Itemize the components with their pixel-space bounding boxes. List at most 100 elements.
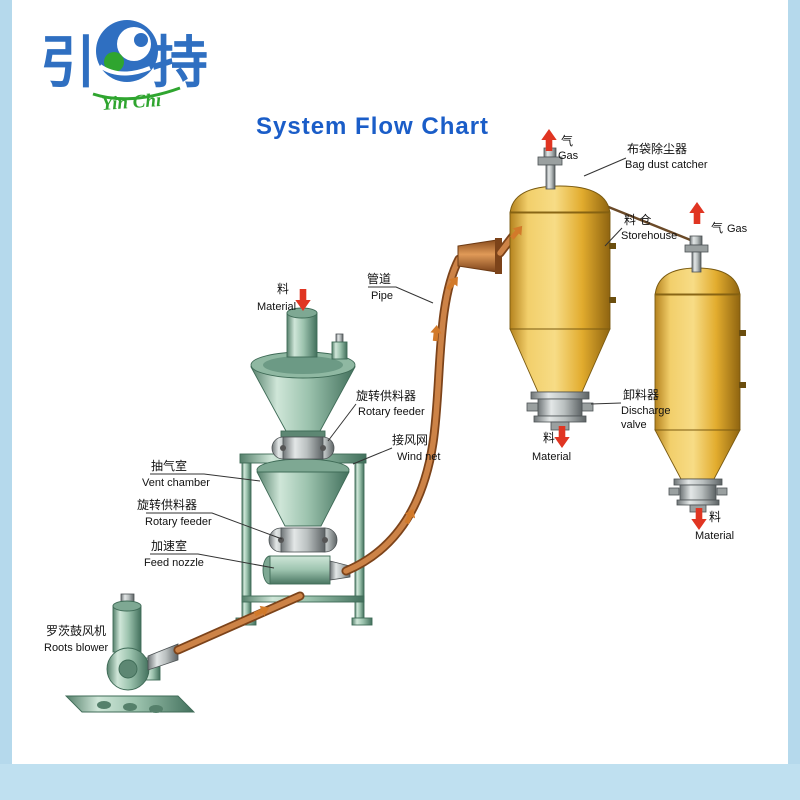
cyclone2-nub-2	[739, 382, 746, 388]
label-rotary-feeder-bottom-en: Rotary feeder	[145, 516, 212, 528]
blower-pipe	[173, 591, 305, 655]
label-bag-dust-catcher-en: Bag dust catcher	[625, 159, 708, 171]
cyclone2-discharge-lug-right	[716, 487, 728, 496]
cyclone-2	[654, 235, 746, 513]
logo-subtitle: Yin Chi	[101, 90, 163, 115]
label-gas1-en: Gas	[558, 150, 579, 162]
label-feed-nozzle-en: Feed nozzle	[144, 557, 204, 569]
cyclone2-body	[654, 293, 741, 431]
blower-roller-3	[149, 705, 163, 713]
leader-feed-nozzle	[150, 553, 275, 569]
rotary-feeder-bottom	[268, 527, 338, 553]
cyclone2-stack-neck	[691, 251, 702, 273]
cyclone2-discharge-lug-left	[668, 487, 680, 496]
reducer-cone	[457, 239, 498, 273]
leader-pipe	[368, 286, 434, 304]
feeder2-body	[280, 527, 326, 553]
stand-right-leg	[354, 462, 365, 619]
label-material-out2-cn: 料	[709, 510, 721, 524]
leader-lines	[146, 157, 627, 569]
roots-blower-unit	[64, 593, 196, 713]
main-conveying-pipe	[341, 254, 464, 576]
cyclone1-nub-2	[609, 297, 616, 303]
blower-roller-1	[97, 701, 111, 709]
label-material-in-cn: 料	[277, 282, 289, 296]
label-storehouse-cn: 料 仓	[624, 213, 651, 227]
feeder2-shaft-right	[322, 537, 328, 543]
label-pipe-en: Pipe	[371, 290, 393, 302]
label-discharge-valve-en1: Discharge	[621, 405, 671, 417]
cyclone1-discharge-flange	[530, 391, 590, 400]
cyclone1-dome	[509, 185, 611, 215]
label-gas2-cn: 气	[711, 220, 723, 235]
vent-chamber-assembly	[256, 458, 350, 527]
cyclone1-discharge-lower-flange	[533, 415, 587, 423]
feeder1-shaft-right	[320, 445, 326, 451]
cyclone1-discharge-body	[537, 398, 583, 417]
cyclone1-discharge-lug-left	[526, 402, 539, 412]
motor-top	[112, 600, 142, 612]
hopper-flange	[280, 430, 326, 438]
label-gas2-en: Gas	[727, 223, 748, 235]
label-discharge-valve-cn: 卸料器	[623, 387, 659, 402]
blower-roller-2	[123, 703, 137, 711]
stand-right-foot	[351, 617, 373, 626]
blower-hub	[118, 659, 138, 679]
feed-nozzle-chamber	[262, 555, 351, 585]
label-gas1-cn: 气	[561, 133, 573, 148]
border-bottom	[0, 764, 800, 800]
blower-outlet-cone	[147, 643, 179, 671]
label-discharge-valve-en2: valve	[621, 419, 647, 431]
gas-up-arrow-icon	[689, 202, 705, 224]
label-material-in-en: Material	[257, 301, 296, 313]
feeder1-shaft-left	[280, 445, 286, 451]
label-roots-blower-en: Roots blower	[44, 642, 109, 654]
material-down-arrow-icon	[295, 289, 311, 311]
label-material-out2-en: Material	[695, 530, 734, 542]
label-vent-chamber-en: Vent chamber	[142, 477, 210, 489]
cyclone1-body	[509, 211, 611, 330]
hopper-inlet-pipe	[286, 312, 318, 358]
cyclone2-stack-cap	[689, 235, 703, 246]
feed-nozzle-body	[269, 555, 331, 585]
cyclone2-cone	[654, 429, 741, 480]
stand-left-leg	[241, 462, 252, 619]
leader-wind-net	[352, 447, 393, 465]
hopper-vent-valve	[331, 341, 348, 360]
label-bag-dust-catcher-cn: 布袋除尘器	[627, 141, 687, 156]
label-storehouse-en: Storehouse	[621, 230, 677, 242]
cyclone-1	[509, 147, 616, 431]
pipe-reducer	[457, 238, 502, 274]
cyclone1-cone	[509, 328, 611, 393]
label-roots-blower-cn: 罗茨鼓风机	[46, 624, 106, 638]
cyclone2-stack-flange	[684, 244, 709, 253]
motor-body	[112, 605, 142, 653]
diagram-labels: 气 Gas 布袋除尘器 Bag dust catcher 料 仓 Storeho…	[44, 133, 748, 654]
cyclone2-discharge-lower-flange	[676, 499, 720, 506]
leader-storehouse	[604, 227, 623, 247]
leader-discharge-valve	[590, 402, 622, 405]
label-wind-net-en: Wind net	[397, 451, 440, 463]
logo-char-left: 引	[40, 31, 96, 96]
label-feed-nozzle-cn: 加速室	[151, 538, 187, 553]
label-wind-net-cn: 接风网	[392, 432, 428, 447]
logo-swoosh	[92, 86, 181, 101]
blower-pipe-core	[175, 593, 303, 653]
label-rotary-feeder-top-cn: 旋转供料器	[356, 388, 416, 403]
brand-logo: 引 持 Yin Chi	[40, 20, 208, 115]
border-right	[788, 0, 800, 800]
cyclone2-discharge-body	[679, 484, 717, 501]
cyclone1-nub-1	[609, 243, 616, 249]
border-left	[0, 0, 12, 800]
vent-chamber-cone	[256, 471, 350, 527]
hopper-opening	[263, 356, 343, 374]
logo-char-right: 持	[152, 31, 208, 96]
label-material-out1-en: Material	[532, 451, 571, 463]
page-title: System Flow Chart	[256, 113, 489, 140]
cyclone2-discharge-flange	[673, 478, 723, 486]
main-pipe-core	[343, 256, 462, 574]
label-rotary-feeder-top-en: Rotary feeder	[358, 406, 425, 418]
rotary-feeder-top-unit	[271, 436, 335, 460]
